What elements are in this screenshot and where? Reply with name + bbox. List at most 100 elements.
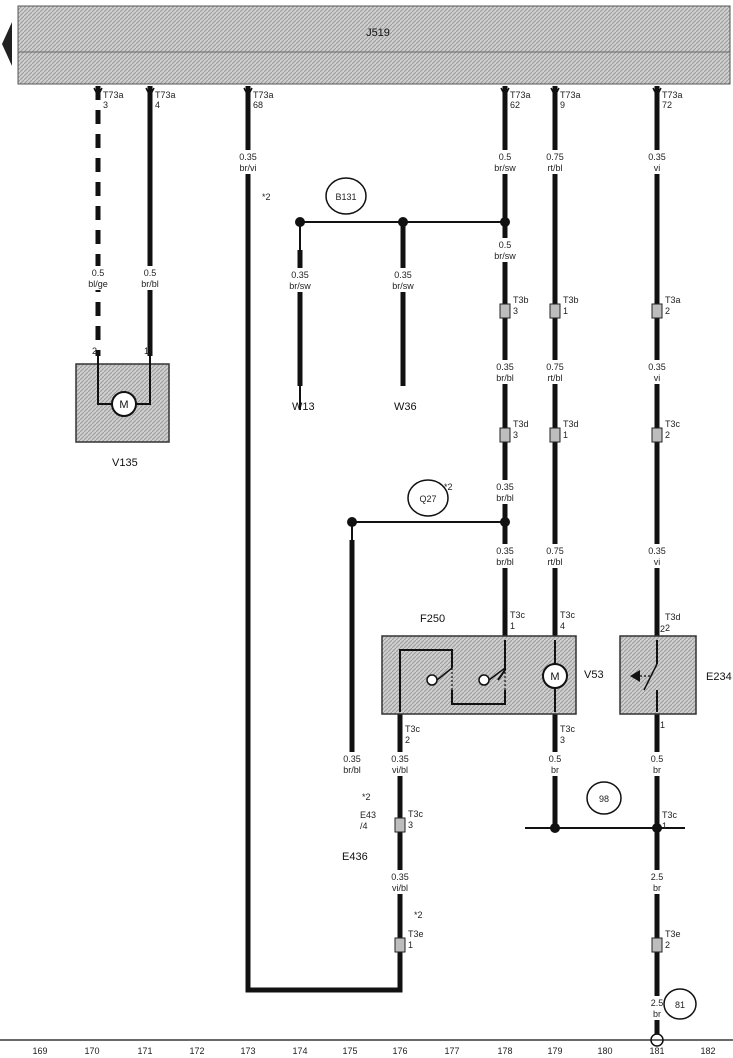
connector-id: T3c xyxy=(405,724,421,734)
component-label-e436: E436 xyxy=(342,851,368,863)
connector-id: T3c xyxy=(665,419,681,429)
component-label-v135: V135 xyxy=(112,457,138,469)
connector-id: T3c xyxy=(560,610,576,620)
wire-color: br/sw xyxy=(494,251,516,261)
connector-pin: 1 xyxy=(510,621,515,631)
connector-id: T3d xyxy=(563,419,579,429)
component-label-w36: W36 xyxy=(394,401,417,413)
pin-number: 2 xyxy=(660,624,665,634)
motor-symbol: M xyxy=(119,399,128,411)
wire-color: bl/ge xyxy=(88,279,108,289)
wire-size: 0.35 xyxy=(496,362,514,372)
footnote-mark: *2 xyxy=(362,792,371,802)
component-label-e234: E234 xyxy=(706,671,732,683)
connector-pin: 1 xyxy=(408,940,413,950)
left-arrow-icon xyxy=(2,22,12,66)
motor-icon xyxy=(111,391,137,417)
control-unit-label: J519 xyxy=(366,27,390,39)
wire-size: 0.5 xyxy=(651,754,664,764)
terminal-pin: 9 xyxy=(560,100,565,110)
wire-color: vi xyxy=(654,373,661,383)
ground-ref-81 xyxy=(663,988,697,1020)
connector-pin: 1 xyxy=(662,821,667,831)
terminal-pin: 4 xyxy=(155,100,160,110)
terminal-conn: T73a xyxy=(253,90,274,100)
control-unit-bar xyxy=(17,5,731,85)
track-number: 178 xyxy=(497,1046,512,1056)
wire-color: br xyxy=(653,765,661,775)
junction-dot xyxy=(550,823,560,833)
motor-symbol: M xyxy=(550,671,559,683)
wire-color: rt/bl xyxy=(547,557,562,567)
track-number: 180 xyxy=(597,1046,612,1056)
switch-icon xyxy=(478,667,506,690)
wire-color: vi/bl xyxy=(392,883,408,893)
track-number: 171 xyxy=(137,1046,152,1056)
wire-color: rt/bl xyxy=(547,373,562,383)
wire-size: 0.35 xyxy=(648,362,666,372)
wire-size: 0.75 xyxy=(546,546,564,556)
wire-color: br xyxy=(551,765,559,775)
track-number: 173 xyxy=(240,1046,255,1056)
track-number: 181 xyxy=(649,1046,664,1056)
wire-color: br/vi xyxy=(239,163,256,173)
track-number: 175 xyxy=(342,1046,357,1056)
wire-size: 0.35 xyxy=(496,482,514,492)
wire-size: 0.5 xyxy=(92,268,105,278)
terminal-pin: 3 xyxy=(103,100,108,110)
component-label-w13: W13 xyxy=(292,401,315,413)
wire-color: br xyxy=(653,883,661,893)
connector-id: T3c xyxy=(408,809,424,819)
footnote-mark: *2 xyxy=(414,910,423,920)
connector-pin: 2 xyxy=(405,735,410,745)
connector-pin: 3 xyxy=(513,430,518,440)
track-number: 182 xyxy=(700,1046,715,1056)
wire-color: br/sw xyxy=(289,281,311,291)
connector-pin: 2 xyxy=(665,623,670,633)
wire-size: 0.35 xyxy=(496,546,514,556)
pin-number: 1 xyxy=(144,346,149,356)
wire-labels xyxy=(84,150,671,1020)
connector-id: T3a xyxy=(665,295,681,305)
track-number: 170 xyxy=(84,1046,99,1056)
wire-size: 0.5 xyxy=(549,754,562,764)
connector-id: T3e xyxy=(408,929,424,939)
terminal-pin: 68 xyxy=(253,100,263,110)
track-number: 177 xyxy=(444,1046,459,1056)
track-number: 172 xyxy=(189,1046,204,1056)
connector-pin: 2 xyxy=(665,940,670,950)
terminal-pin: 72 xyxy=(662,100,672,110)
ground-label: 98 xyxy=(599,794,609,804)
connector-id: T3d xyxy=(513,419,529,429)
connector-pin: 1 xyxy=(563,430,568,440)
terminal-conn: T73a xyxy=(560,90,581,100)
connector-pin: 2 xyxy=(665,430,670,440)
wire-color: br xyxy=(653,1009,661,1019)
wire-col3-loop xyxy=(245,86,403,993)
wire-color: vi xyxy=(654,163,661,173)
wire-color: br/bl xyxy=(343,765,361,775)
ground-label: 81 xyxy=(675,1000,685,1010)
connector-id: T3b xyxy=(563,295,579,305)
footnote-mark: *2 xyxy=(444,482,453,492)
connector-pin: 2 xyxy=(665,306,670,316)
wire-size: 0.75 xyxy=(546,152,564,162)
wire-color: rt/bl xyxy=(547,163,562,173)
splice-q27 xyxy=(407,479,449,517)
terminal-pin: 62 xyxy=(510,100,520,110)
splice-b131 xyxy=(325,177,367,215)
wire-color: vi xyxy=(654,557,661,567)
splice-label: B131 xyxy=(335,192,356,202)
wire-color: br/sw xyxy=(494,163,516,173)
wire-size: 0.75 xyxy=(546,362,564,372)
switch-icon xyxy=(630,640,658,712)
junction-dot xyxy=(500,217,510,227)
connector-pin: 4 xyxy=(560,621,565,631)
connector-id: T3e xyxy=(665,929,681,939)
track-number: 169 xyxy=(32,1046,47,1056)
wire-color: br/bl xyxy=(496,373,514,383)
wire-size: 0.35 xyxy=(648,152,666,162)
connector-pin: 3 xyxy=(513,306,518,316)
connector-id: T3b xyxy=(513,295,529,305)
